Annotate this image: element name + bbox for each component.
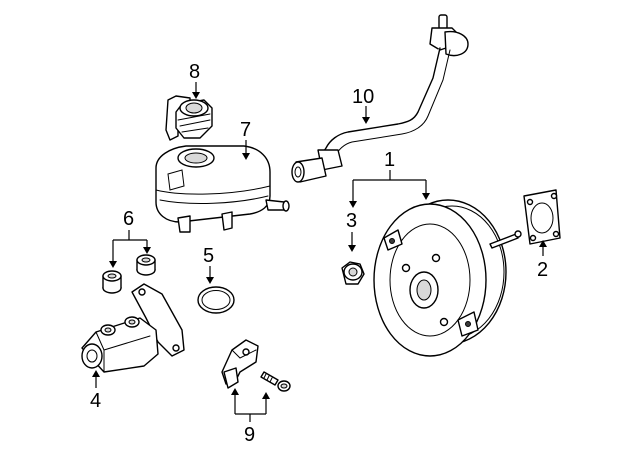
callout-label-10: 10 xyxy=(352,86,374,108)
arrowhead-3 xyxy=(348,245,356,252)
callout-label-6: 6 xyxy=(123,208,134,230)
nut-part xyxy=(341,261,365,285)
arrowhead-2 xyxy=(539,240,547,247)
fluid-reservoir-part xyxy=(155,145,290,233)
callout-3: 3 xyxy=(346,210,357,252)
callout-1: 1 xyxy=(349,149,430,208)
callout-label-8: 8 xyxy=(189,61,200,83)
arrowhead-4 xyxy=(92,370,100,377)
callout-9: 9 xyxy=(231,388,270,446)
arrowhead-6b xyxy=(143,247,151,254)
callout-4: 4 xyxy=(90,370,101,412)
callout-label-2: 2 xyxy=(537,259,548,281)
callout-label-9: 9 xyxy=(244,424,255,446)
gasket-part xyxy=(523,189,561,245)
callout-2: 2 xyxy=(537,240,548,281)
arrowhead-10 xyxy=(362,117,370,124)
callout-label-4: 4 xyxy=(90,390,101,412)
grommets-part xyxy=(102,254,156,294)
seal-ring-part xyxy=(197,286,235,314)
master-cylinder-part xyxy=(81,283,185,373)
callout-label-7: 7 xyxy=(240,119,251,141)
callout-label-1: 1 xyxy=(384,149,395,171)
vacuum-booster-part xyxy=(373,199,522,357)
vacuum-hose-part xyxy=(291,14,469,183)
callout-label-3: 3 xyxy=(346,210,357,232)
arrowhead-9b xyxy=(262,392,270,399)
arrowhead-9a xyxy=(231,388,239,395)
arrowhead-5 xyxy=(206,277,214,284)
arrowhead-8 xyxy=(192,92,200,99)
arrowhead-7 xyxy=(242,153,250,160)
callout-8: 8 xyxy=(189,61,200,99)
arrowhead-1a xyxy=(349,201,357,208)
reservoir-cap-part xyxy=(165,95,213,141)
callout-6: 6 xyxy=(109,208,151,268)
arrowhead-6a xyxy=(109,261,117,268)
callout-7: 7 xyxy=(240,119,251,160)
callout-label-5: 5 xyxy=(203,245,214,267)
callout-5: 5 xyxy=(203,245,214,284)
bracket-and-bolt-part xyxy=(221,339,291,392)
arrowhead-1b xyxy=(422,193,430,200)
callout-10: 10 xyxy=(352,86,374,124)
